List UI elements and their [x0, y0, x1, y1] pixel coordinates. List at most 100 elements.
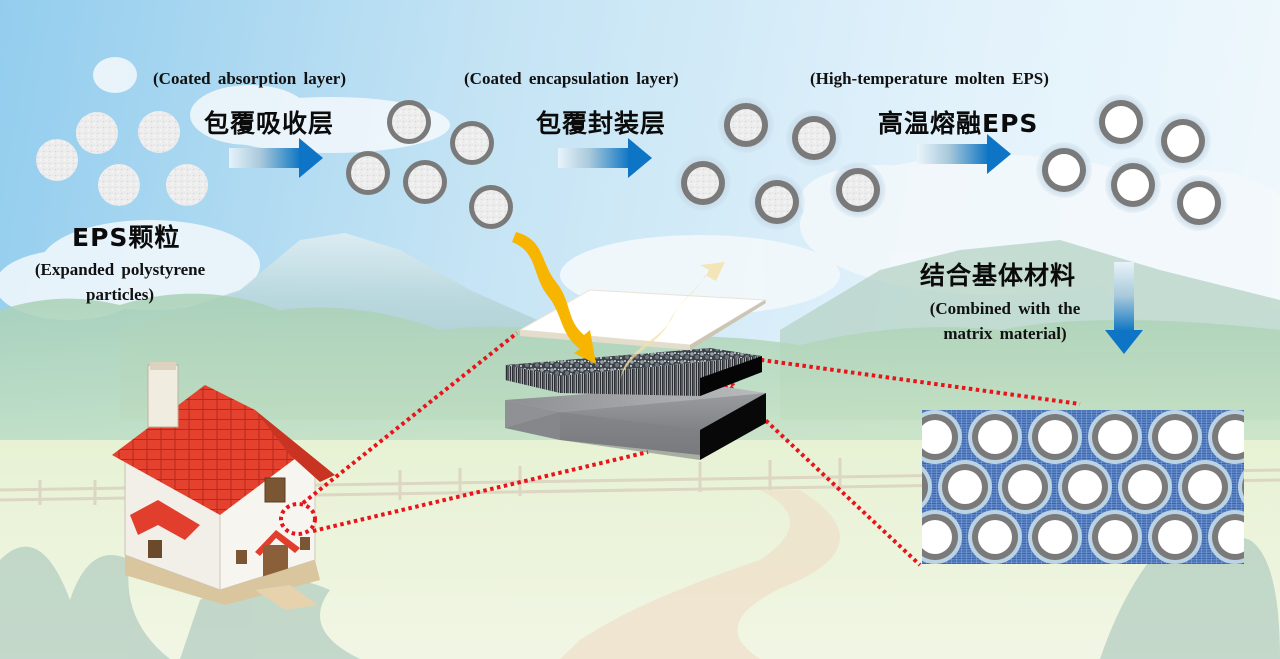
hollow-core: [922, 520, 952, 554]
absorption-shell: [922, 471, 928, 503]
encapsulation-layer: [1238, 470, 1244, 504]
matrix-packed-particle: [938, 460, 992, 514]
matrix-packed-particle: [1058, 460, 1112, 514]
matrix-packed-particle: [922, 466, 932, 508]
eps-bead: [76, 112, 118, 154]
house-roof-edge: [255, 410, 335, 482]
arrow-down-icon: [1105, 330, 1143, 354]
hollow-core: [1008, 470, 1042, 504]
matrix-packed-particle: [1238, 470, 1244, 504]
layered-panel: [505, 289, 767, 460]
eps-core: [730, 109, 762, 141]
eps-bead: [166, 164, 208, 206]
stage-eps-cn-label: EPS颗粒: [72, 223, 181, 252]
house-window: [148, 540, 162, 558]
absorption-coated-particle: [403, 160, 447, 204]
eps-core: [687, 167, 719, 199]
absorption-coated-particle-group: [346, 100, 513, 229]
arrow-shaft: [917, 144, 987, 164]
absorption-shell: [1242, 477, 1244, 497]
absorption-coated-particle: [387, 100, 431, 144]
matrix-packed-particle: [1028, 510, 1082, 564]
reflected-light-arrow: [620, 262, 725, 380]
matrix-packed-particle: [922, 410, 962, 464]
eps-bead: [36, 139, 78, 181]
arrow-absorption-to-encapsulation: [558, 138, 654, 178]
eps-bead: [98, 164, 140, 206]
composite-eps-layer: [505, 348, 762, 396]
stage-absorption-en-label: (Coated absorption layer): [153, 69, 346, 88]
stage-matrix-en-label-line1: (Combined with the: [929, 299, 1081, 318]
eps-core: [842, 174, 874, 206]
absorption-coated-particle: [469, 185, 513, 229]
panel-to-matrix-line-top: [739, 355, 1081, 406]
house-wall-callout-circle: [279, 502, 317, 536]
matrix-packed-particle: [1178, 460, 1232, 514]
stage-absorption-cn-label: 包覆吸收层: [204, 109, 335, 138]
hollow-core: [1158, 520, 1192, 554]
matrix-packed-particle: [1028, 410, 1082, 464]
hollow-core: [1128, 470, 1162, 504]
molten-hollow-particle-group: [1036, 94, 1227, 231]
matrix-packed-particle: [968, 410, 1022, 464]
encapsulated-particle: [749, 174, 805, 230]
hollow-core: [1167, 125, 1199, 157]
matrix-packed-particle: [922, 510, 962, 564]
door-canopy: [255, 530, 300, 556]
hollow-shell-particle: [1036, 142, 1092, 198]
matrix-packed-particle: [1148, 410, 1202, 464]
hollow-core: [978, 420, 1012, 454]
arrow-shaft: [1114, 262, 1134, 330]
bare-eps-particle: [76, 112, 118, 154]
house-to-panel-line-bottom: [312, 450, 649, 533]
arrow-eps-to-absorption: [229, 138, 325, 178]
matrix-packed-particle: [1088, 510, 1142, 564]
encapsulated-particle: [786, 110, 842, 166]
encapsulated-particle: [675, 155, 731, 211]
arrow-right-icon: [299, 138, 323, 178]
arrow-shaft: [558, 148, 628, 168]
matrix-packed-particle: [968, 510, 1022, 564]
hollow-core: [1038, 520, 1072, 554]
house-illustration: [112, 362, 335, 610]
stage-matrix-cn-label: 结合基体材料: [920, 261, 1077, 290]
porch-roof: [130, 500, 200, 540]
incident-light-arrow: [512, 232, 596, 364]
eps-core: [392, 105, 426, 139]
bare-eps-particle: [36, 139, 78, 181]
chimney: [147, 364, 179, 428]
hollow-core: [1218, 520, 1244, 554]
hollow-shell-particle: [1093, 94, 1149, 150]
house-window: [264, 477, 286, 503]
hollow-core: [922, 420, 952, 454]
hollow-core: [1117, 169, 1149, 201]
hollow-core: [1188, 470, 1222, 504]
bare-eps-particle: [138, 111, 180, 153]
matrix-packed-particle: [1088, 410, 1142, 464]
eps-particle-group: [36, 111, 208, 206]
house-window: [236, 550, 247, 564]
arrow-right-icon: [628, 138, 652, 178]
absorption-coated-particle: [450, 121, 494, 165]
house-window: [300, 537, 310, 550]
arrow-encapsulation-to-molten: [917, 134, 1013, 174]
house-roof: [112, 385, 300, 515]
stage-matrix-en-label-line2: matrix material): [943, 324, 1067, 343]
absorption-coated-particle: [346, 151, 390, 195]
matrix-packed-particle: [1148, 510, 1202, 564]
hollow-shell-particle: [1105, 157, 1161, 213]
matrix-packed-particle: [998, 460, 1052, 514]
stage-molten-en-label: (High-temperature molten EPS): [810, 69, 1049, 88]
hollow-core: [1218, 420, 1244, 454]
stage-encapsulation-cn-label: 包覆封装层: [536, 109, 667, 138]
eps-core: [798, 122, 830, 154]
dirt-path: [560, 490, 840, 659]
stage-molten-cn-label: 高温熔融EPS: [878, 109, 1039, 138]
hollow-core: [1098, 520, 1132, 554]
arrow-molten-to-matrix: [1105, 262, 1143, 354]
house-steps: [255, 585, 318, 610]
bare-eps-particle: [166, 164, 208, 206]
hollow-core: [1105, 106, 1137, 138]
eps-core: [761, 186, 793, 218]
stage-encapsulation-en-label: (Coated encapsulation layer): [464, 69, 679, 88]
